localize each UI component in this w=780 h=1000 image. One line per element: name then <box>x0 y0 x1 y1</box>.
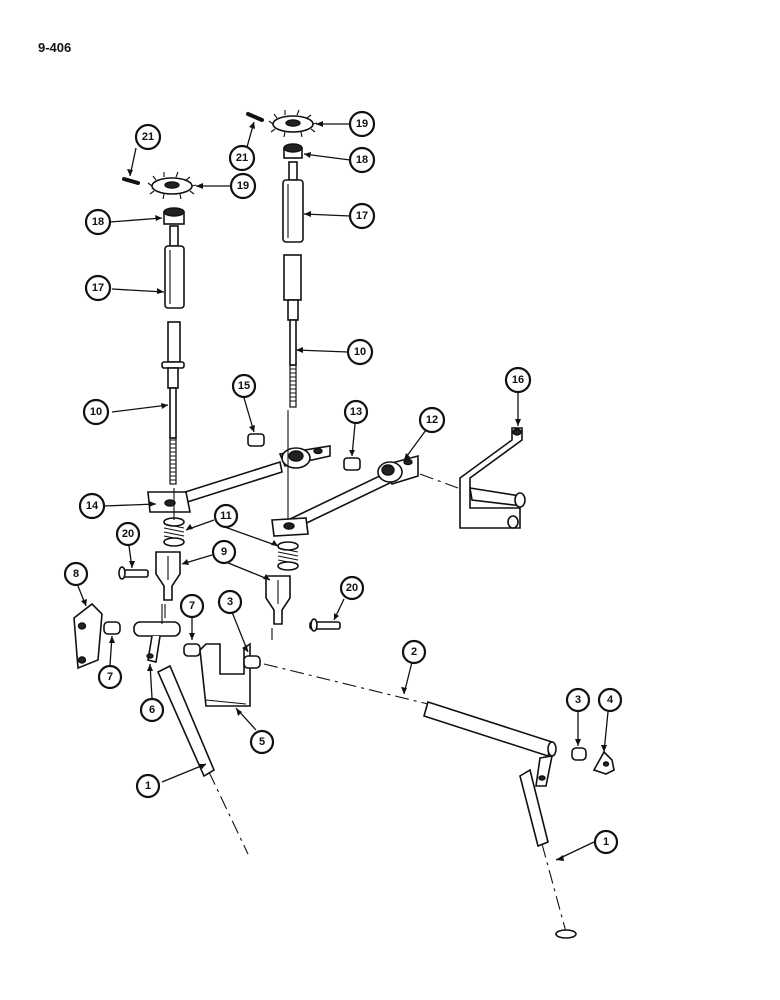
svg-text:13: 13 <box>350 406 362 418</box>
svg-text:17: 17 <box>356 210 368 222</box>
callout-6: 6 <box>139 697 165 723</box>
svg-text:10: 10 <box>90 406 102 418</box>
svg-text:3: 3 <box>575 694 581 706</box>
bushing-3-left <box>243 655 261 669</box>
svg-text:18: 18 <box>356 154 368 166</box>
callout-8: 8 <box>63 561 89 587</box>
lower-lever-arm <box>271 454 459 537</box>
callout-20-left: 20 <box>115 521 141 547</box>
callout-17-right: 17 <box>348 202 376 230</box>
callout-21-left: 21 <box>134 123 162 151</box>
left-lever-stack <box>122 171 197 485</box>
svg-text:7: 7 <box>189 600 195 612</box>
callout-21-right: 21 <box>228 144 256 172</box>
right-lever-stack <box>246 109 318 408</box>
callout-1-left: 1 <box>135 773 161 799</box>
svg-text:14: 14 <box>86 500 99 512</box>
svg-text:17: 17 <box>92 282 104 294</box>
callout-20-right: 20 <box>339 575 365 601</box>
callout-3-left: 3 <box>217 589 243 615</box>
svg-text:6: 6 <box>149 704 155 716</box>
svg-text:15: 15 <box>238 380 250 392</box>
svg-text:1: 1 <box>603 836 609 848</box>
upper-lever-arm <box>147 445 331 513</box>
callout-17-left: 17 <box>84 274 112 302</box>
svg-text:21: 21 <box>142 131 154 143</box>
spring-left <box>163 517 185 547</box>
svg-text:10: 10 <box>354 346 366 358</box>
svg-text:11: 11 <box>220 510 232 522</box>
clevis-left <box>155 551 181 601</box>
rod-left <box>161 321 185 485</box>
bracket-8 <box>73 602 103 670</box>
lever-right-end <box>535 755 554 787</box>
callout-4: 4 <box>597 687 623 713</box>
sleeve-right <box>282 161 304 243</box>
cotter-pin-left <box>122 177 140 185</box>
callout-15: 15 <box>231 373 257 399</box>
svg-text:7: 7 <box>107 671 113 683</box>
star-washer-left <box>147 171 197 200</box>
callout-2: 2 <box>401 639 427 665</box>
callout-9: 9 <box>211 539 237 565</box>
svg-text:5: 5 <box>259 736 265 748</box>
clevis-pin-right <box>309 618 341 632</box>
bushing-7-right <box>183 643 201 657</box>
rod-right <box>283 254 302 408</box>
star-washer-right <box>268 109 318 138</box>
cotter-pin-right <box>246 112 264 122</box>
svg-text:9: 9 <box>221 546 227 558</box>
bushing-left <box>163 207 185 225</box>
yoke-5 <box>199 642 251 707</box>
bracket-4 <box>592 750 615 775</box>
svg-text:1: 1 <box>145 780 151 792</box>
spring-right <box>277 541 299 571</box>
bushing-13 <box>343 457 361 471</box>
bushing-15 <box>247 433 265 447</box>
svg-text:4: 4 <box>607 694 614 706</box>
callout-11: 11 <box>213 503 239 529</box>
callout-10-right: 10 <box>346 338 374 366</box>
svg-text:21: 21 <box>236 152 248 164</box>
callout-3-right: 3 <box>565 687 591 713</box>
bushing-7-left <box>103 621 121 635</box>
svg-text:8: 8 <box>73 568 79 580</box>
shaft-6 <box>133 604 181 663</box>
svg-text:19: 19 <box>356 118 368 130</box>
callout-10-left: 10 <box>82 398 110 426</box>
svg-text:2: 2 <box>411 646 417 658</box>
callout-5: 5 <box>249 729 275 755</box>
callout-12: 12 <box>418 406 446 434</box>
rod-1-right <box>519 768 577 939</box>
clevis-right <box>265 575 291 625</box>
callout-18-left: 18 <box>84 208 112 236</box>
callout-1-right: 1 <box>593 829 619 855</box>
svg-text:20: 20 <box>346 582 358 594</box>
callout-14: 14 <box>78 492 106 520</box>
svg-text:12: 12 <box>426 414 438 426</box>
arrowheads <box>81 121 607 861</box>
callout-7-right: 7 <box>179 593 205 619</box>
callout-19-left: 19 <box>229 172 257 200</box>
bracket-16 <box>459 427 526 529</box>
callout-19-right: 19 <box>348 110 376 138</box>
callout-16: 16 <box>504 366 532 394</box>
callout-7-left: 7 <box>97 664 123 690</box>
bushing-3-right <box>571 747 587 761</box>
callout-13: 13 <box>343 399 369 425</box>
sleeve-left <box>164 225 185 309</box>
cross-shaft-2 <box>263 663 557 758</box>
bushing-right <box>283 143 303 159</box>
page-number: 9-406 <box>38 40 71 55</box>
svg-text:18: 18 <box>92 216 104 228</box>
rod-1-left <box>156 664 249 855</box>
svg-text:19: 19 <box>237 180 249 192</box>
svg-text:16: 16 <box>512 374 524 386</box>
svg-text:20: 20 <box>122 528 134 540</box>
clevis-pin-left <box>118 566 149 580</box>
callout-18-right: 18 <box>348 146 376 174</box>
svg-text:3: 3 <box>227 596 233 608</box>
